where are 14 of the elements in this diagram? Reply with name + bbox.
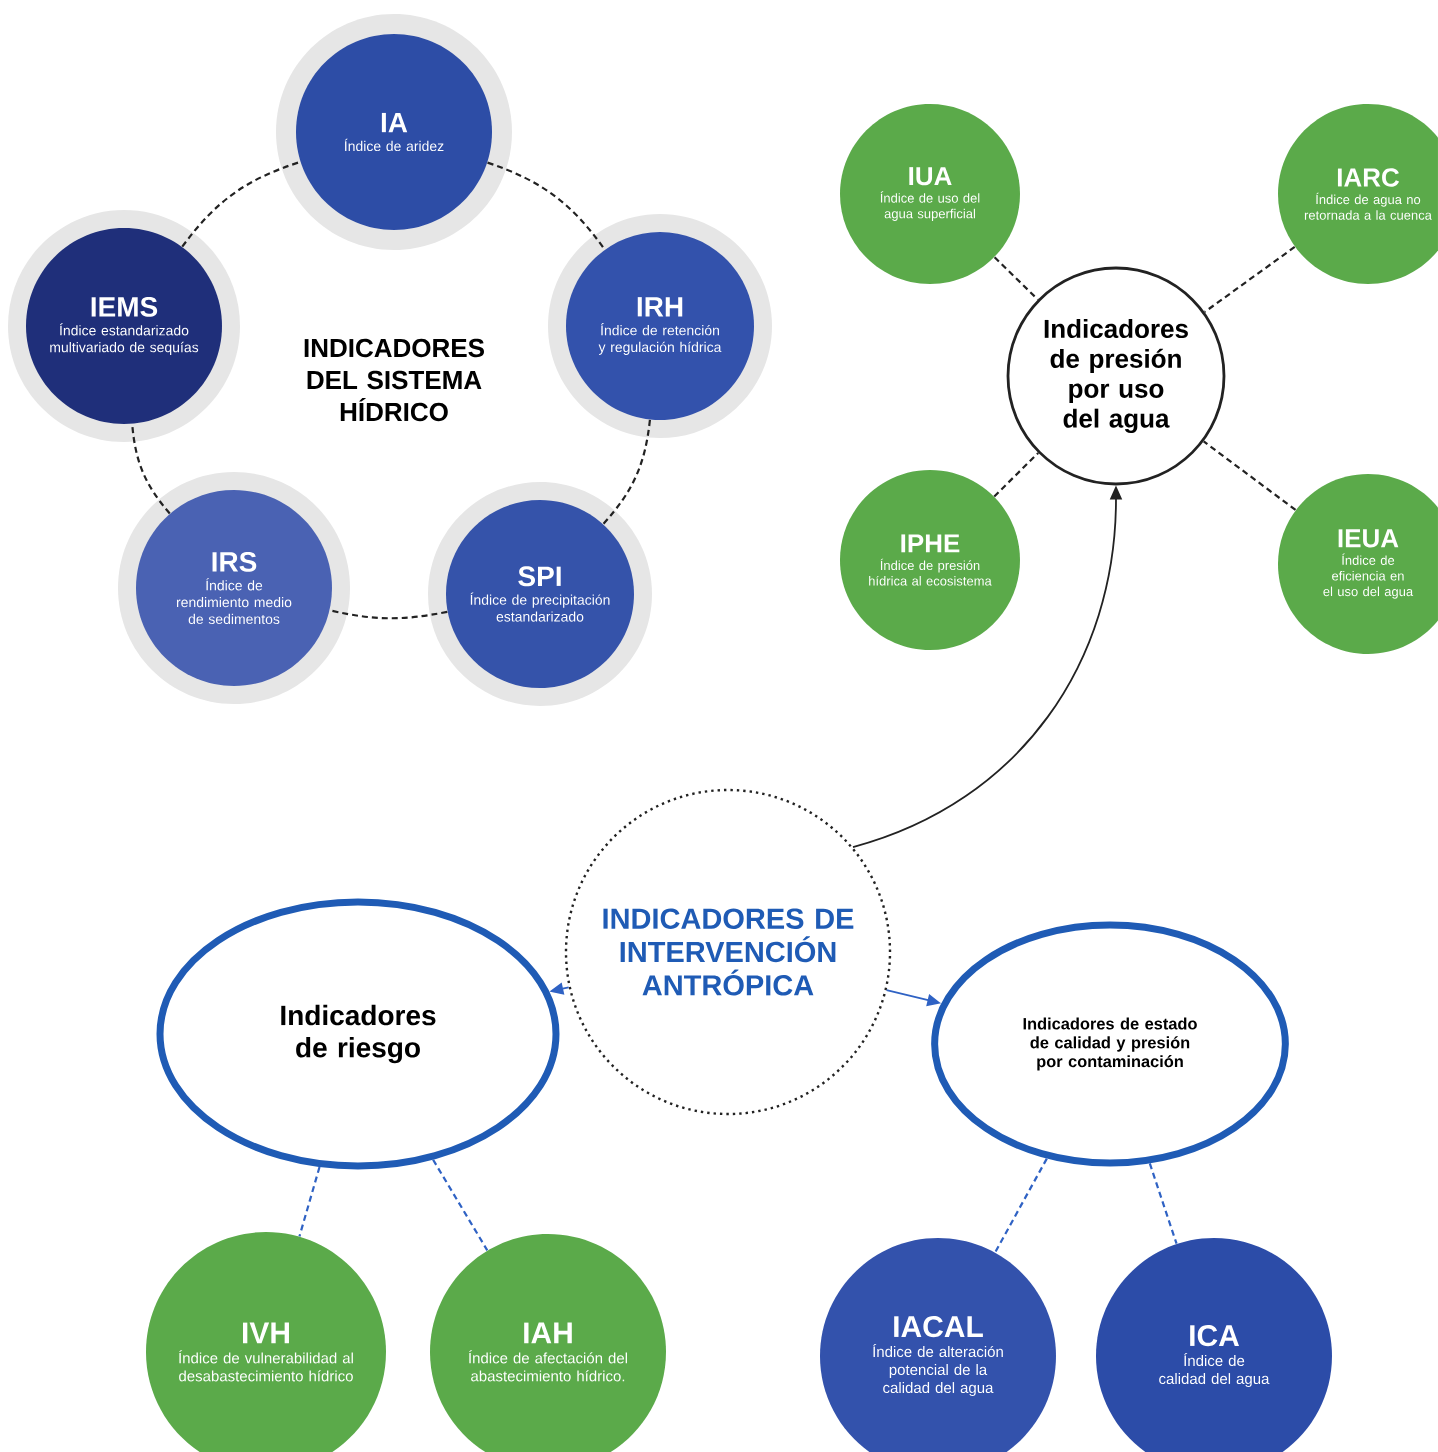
connector-line bbox=[1148, 1163, 1178, 1245]
connector-line bbox=[131, 423, 171, 515]
connector-line bbox=[329, 609, 448, 620]
center-heading: INDICADORES DEL SISTEMA HÍDRICO bbox=[304, 338, 484, 422]
connector-line bbox=[994, 1158, 1048, 1253]
connector-line bbox=[1203, 440, 1297, 511]
connector-line bbox=[432, 1159, 489, 1251]
connector-line bbox=[993, 452, 1039, 498]
connector-line bbox=[602, 419, 652, 525]
connector-line bbox=[487, 161, 606, 251]
connector-line bbox=[298, 1166, 321, 1237]
connector-line bbox=[181, 160, 301, 248]
connector-line bbox=[1204, 246, 1296, 313]
connector-line bbox=[993, 256, 1039, 301]
